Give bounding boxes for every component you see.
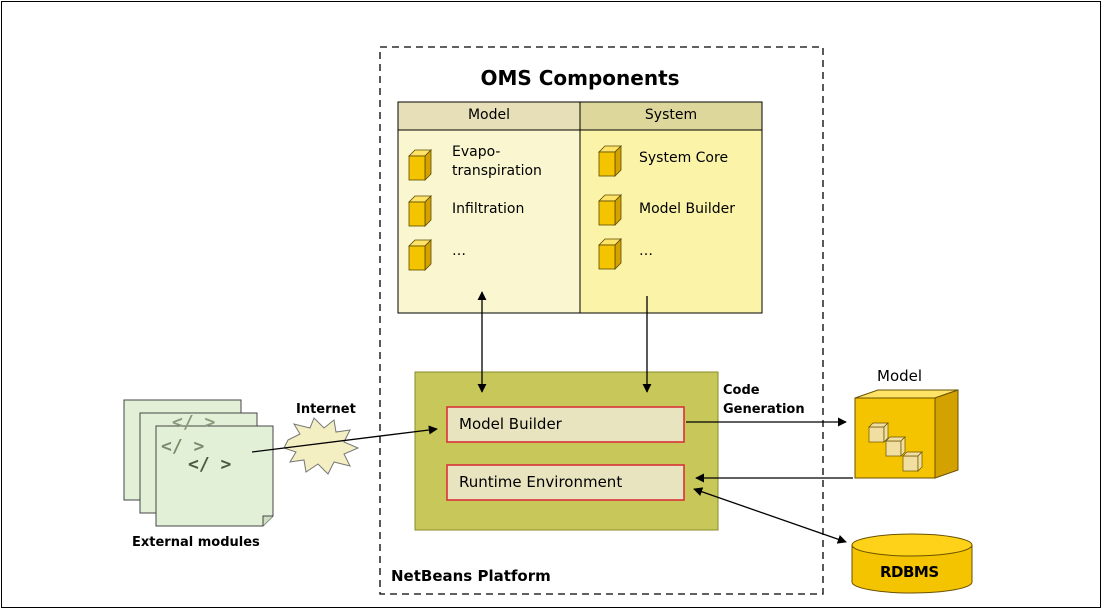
- code-generation-label: Code Generation: [723, 383, 805, 417]
- model-item-more: …: [452, 243, 466, 259]
- model-label: Model: [877, 367, 923, 385]
- cube-icon: [408, 149, 432, 181]
- model-builder-box: [446, 406, 685, 443]
- svg-text:</ >: </ >: [188, 454, 232, 475]
- svg-text:</ >: </ >: [172, 412, 216, 433]
- internet-burst-icon: [283, 417, 360, 475]
- runtime-rdbms-arrow: [693, 487, 847, 544]
- external-modules-label: External modules: [132, 535, 260, 550]
- cube-icon: [598, 194, 622, 226]
- system-item-model-builder: Model Builder: [639, 201, 735, 217]
- rdbms-cylinder-icon: [851, 533, 973, 594]
- cube-icon: [408, 239, 432, 271]
- cube-icon: [598, 238, 622, 270]
- netbeans-platform-boundary: [379, 46, 824, 595]
- platform-box: [414, 371, 719, 531]
- external-modules-icon: </ > </ > </ >: [123, 399, 274, 527]
- model-cube-icon: [854, 389, 959, 479]
- rdbms-label: RDBMS: [880, 563, 939, 581]
- cube-icon: [408, 195, 432, 227]
- model-item-infiltration: Infiltration: [452, 201, 525, 217]
- model-item-evapotranspiration: Evapo- transpiration: [452, 144, 542, 179]
- system-item-system-core: System Core: [639, 150, 729, 166]
- system-column-header-bg: [579, 101, 763, 131]
- model-column-header-bg: [397, 101, 581, 131]
- model-builder-label: Model Builder: [459, 415, 562, 433]
- oms-components-title: OMS Components: [480, 66, 680, 90]
- runtime-environment-box: [446, 464, 685, 501]
- internet-label: Internet: [296, 402, 356, 417]
- model-column-header: Model: [467, 107, 511, 123]
- cube-icon: [598, 145, 622, 177]
- external-to-builder-arrow: [251, 425, 438, 453]
- system-item-more: …: [639, 243, 653, 259]
- svg-text:</ >: </ >: [161, 436, 205, 457]
- runtime-environment-label: Runtime Environment: [459, 473, 623, 491]
- system-column-header: System: [644, 107, 698, 123]
- netbeans-platform-label: NetBeans Platform: [391, 567, 551, 585]
